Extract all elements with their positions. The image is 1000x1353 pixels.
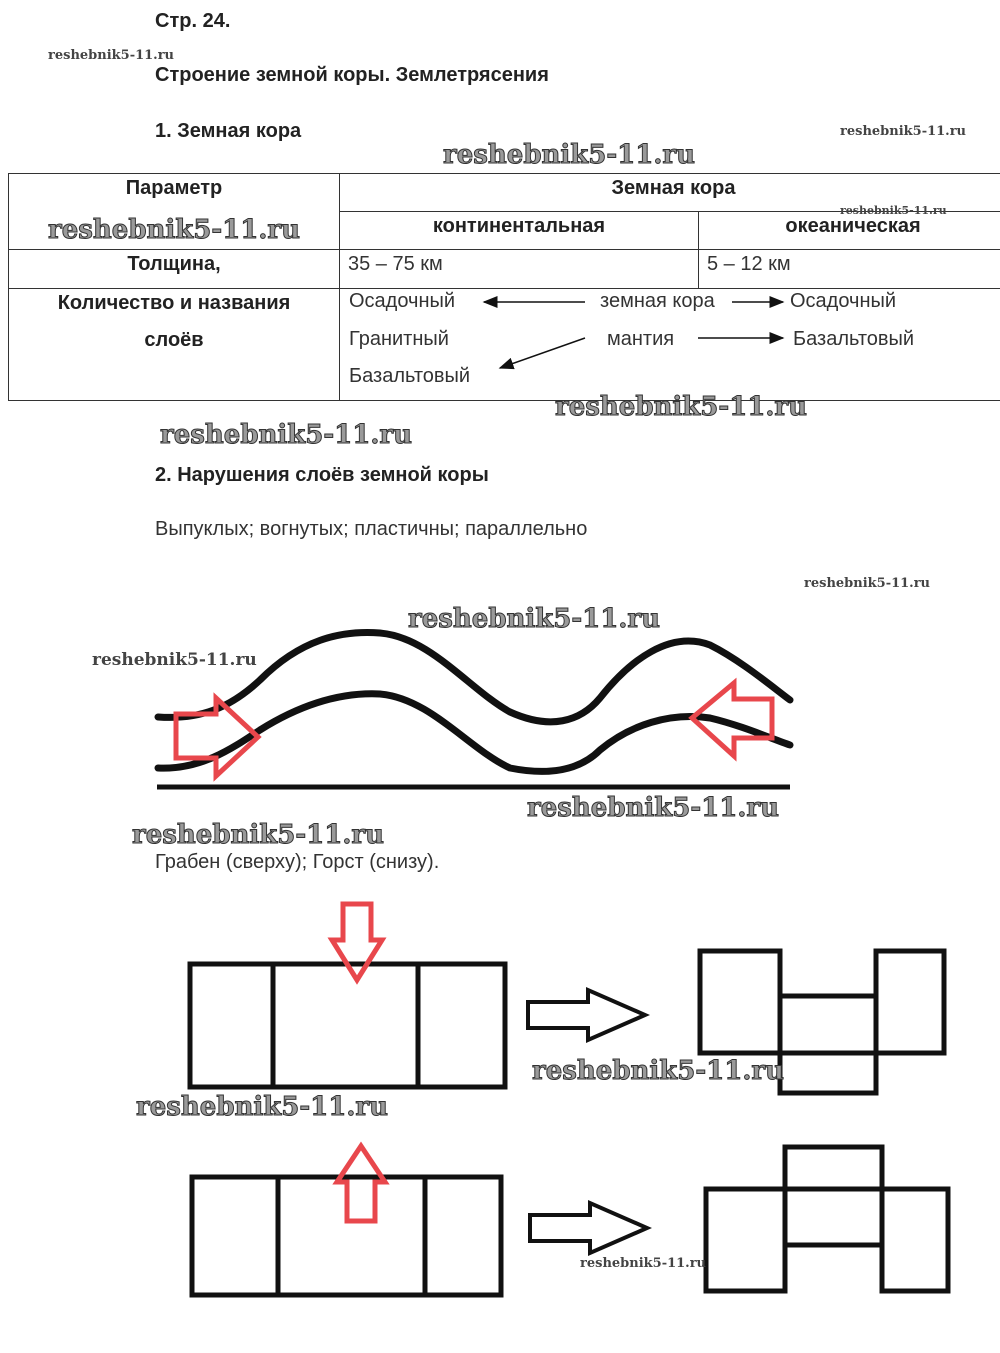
horst-result-middle [785,1147,882,1245]
horst-result-left [706,1189,785,1291]
transform-arrow-icon [530,1203,647,1253]
horst-result-right [882,1189,948,1291]
up-arrow-icon [337,1146,385,1221]
watermark: reshebnik5-11.ru [580,1256,706,1271]
